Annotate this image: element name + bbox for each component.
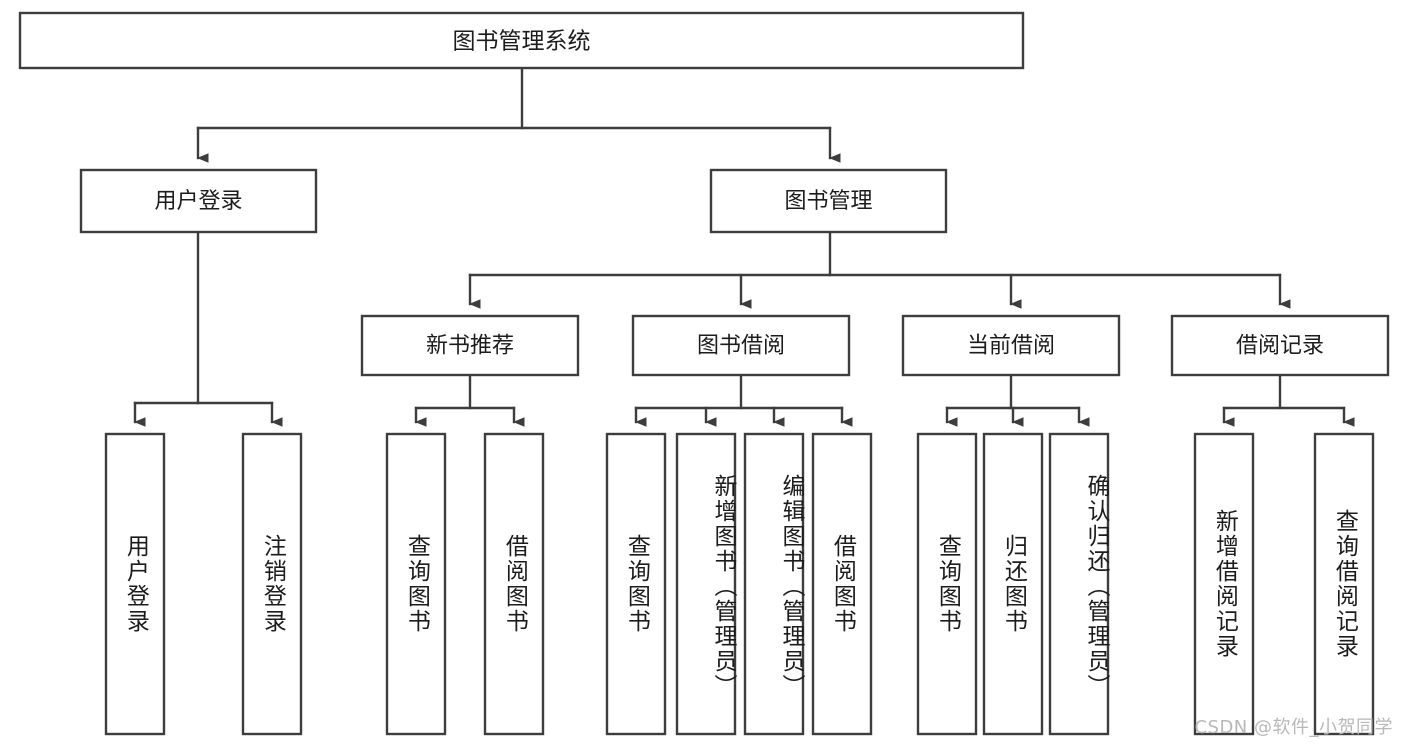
- node-book-borrow[interactable]: 图书借阅: [631, 314, 851, 377]
- node-user-login-label: 用户登录: [154, 189, 242, 214]
- node-book-borrow-label: 图书借阅: [697, 334, 785, 359]
- node-borrow-record-label: 借阅记录: [1236, 334, 1324, 359]
- node-current-borrow[interactable]: 当前借阅: [901, 314, 1121, 377]
- node-user-login-box[interactable]: [79, 168, 318, 234]
- node-borrow-record-box[interactable]: [1170, 314, 1390, 377]
- node-root[interactable]: 图书管理系统: [18, 11, 1025, 70]
- leaf-box-query-book-borrow[interactable]: [605, 432, 667, 736]
- node-current-borrow-label: 当前借阅: [967, 334, 1055, 359]
- node-current-borrow-box[interactable]: [901, 314, 1121, 377]
- node-book-borrow-box[interactable]: [631, 314, 851, 377]
- watermark-text: CSDN @软件_小贺同学: [1194, 717, 1393, 738]
- leaf-box-borrow-book-recommend[interactable]: [483, 432, 545, 736]
- leaf-box-borrow-book[interactable]: [811, 432, 873, 736]
- connector-lines: [133, 66, 1355, 427]
- leaf-box-add-borrow-record[interactable]: [1193, 432, 1255, 736]
- node-root-box[interactable]: [18, 11, 1025, 70]
- node-book-management[interactable]: 图书管理: [709, 168, 948, 234]
- leaf-node-boxes: [104, 432, 1375, 736]
- node-new-book-recommend-label: 新书推荐: [426, 334, 514, 359]
- node-root-label: 图书管理系统: [453, 29, 591, 55]
- leaf-box-query-book-recommend[interactable]: [385, 432, 447, 736]
- leaf-box-confirm-return-admin[interactable]: [1048, 432, 1110, 736]
- node-book-management-box[interactable]: [709, 168, 948, 234]
- leaf-box-logout[interactable]: [241, 432, 303, 736]
- leaf-box-query-borrow-record[interactable]: [1313, 432, 1375, 736]
- leaf-box-add-book-admin[interactable]: [675, 432, 737, 736]
- node-new-book-recommend-box[interactable]: [360, 314, 580, 377]
- leaf-box-user-login[interactable]: [104, 432, 166, 736]
- leaf-box-edit-book-admin[interactable]: [743, 432, 805, 736]
- node-user-login[interactable]: 用户登录: [79, 168, 318, 234]
- node-new-book-recommend[interactable]: 新书推荐: [360, 314, 580, 377]
- leaf-box-return-book[interactable]: [982, 432, 1044, 736]
- node-borrow-record[interactable]: 借阅记录: [1170, 314, 1390, 377]
- leaf-box-query-book-current[interactable]: [916, 432, 978, 736]
- node-book-management-label: 图书管理: [784, 189, 872, 214]
